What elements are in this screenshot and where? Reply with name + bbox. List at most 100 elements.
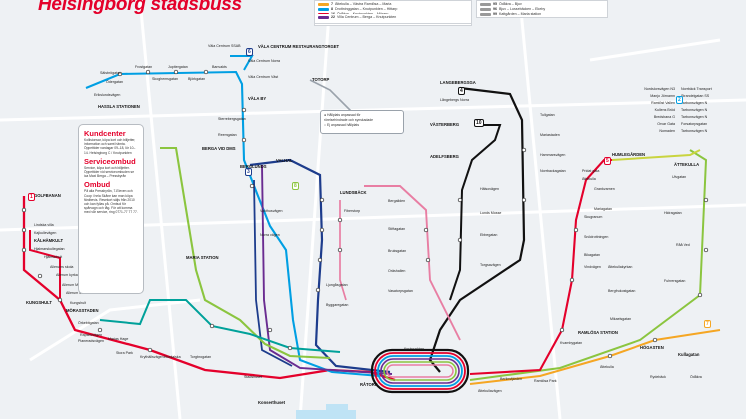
station-label: Torgbrogatan [190, 355, 211, 359]
station-label: MARIA STATION [186, 255, 219, 260]
line-8-route[interactable] [85, 70, 381, 378]
knutpunkten-loop[interactable] [370, 348, 470, 394]
station-label: VALHAL [276, 158, 293, 163]
line-17-route[interactable] [249, 158, 391, 374]
station-label: Mariagatan [594, 207, 612, 211]
station-label: Sälsbrögatan [100, 71, 121, 75]
line-badge-3[interactable]: 3 [245, 168, 252, 176]
station-label: Skoghemsgatan [152, 77, 178, 81]
station-label: Bergaliden [388, 199, 405, 203]
line-22-route[interactable] [261, 164, 393, 375]
station-label: Allerum kyrka [56, 273, 78, 277]
station-label: Allerums skola [50, 265, 73, 269]
station-label: Pridat gata [582, 169, 599, 173]
station-label: ÄTTEKULLA [674, 162, 699, 167]
line-red-east[interactable] [469, 158, 612, 376]
east-list-item: Norrbäck Transport [681, 87, 712, 91]
line-10-route[interactable] [449, 124, 502, 301]
station-labels: VÄLA CENTRUM RESTAURANGTORGET Väla Centr… [26, 44, 702, 405]
station-label: Väla Centrum Väst [248, 75, 278, 79]
accessibility-line-2: rörelsehindrade och synskadade [324, 118, 374, 122]
station-label: Marias Hage [108, 337, 128, 341]
line-badge-1[interactable]: 1 [28, 193, 35, 201]
line-badge-6[interactable]: 6 [246, 48, 253, 56]
station-label: Mariastaden [540, 133, 560, 137]
accessibility-text: Hållplats anpassad för [327, 113, 361, 117]
line-green-east[interactable] [469, 149, 708, 381]
line-badge-10[interactable]: 10 [474, 119, 484, 127]
station-label: KÅLHÄMKULT [34, 238, 63, 243]
legend-text: Drottninggatan – Knutpunkten – Hittarp [335, 7, 398, 11]
station-label: Hjalmarskullegatan [34, 247, 65, 251]
station-label: Frostgatan [135, 65, 152, 69]
line-green-route[interactable] [160, 146, 331, 360]
station-label: Knutpunkten [404, 347, 424, 351]
station-label: Norra vägen [260, 233, 280, 237]
station-label: BERGA VID DMS [202, 146, 236, 151]
station-label: Berlinsfjärden [500, 377, 522, 381]
station-label: Ödergatan [106, 80, 123, 84]
station-label: Stiftagatan [388, 227, 405, 231]
station-label: MÖRASSTADEN [66, 308, 99, 313]
station-label: Stora Park [116, 351, 133, 355]
line-4-route[interactable] [428, 86, 526, 373]
station-label: Örkebitgatan [78, 321, 99, 325]
line-lime-route[interactable] [611, 149, 701, 161]
legend-num: 8 [331, 7, 333, 11]
line-badge-4[interactable]: 4 [458, 87, 465, 95]
station-label: Sterrebergsgatan [218, 117, 246, 121]
east-list-item: Strandelgatan SS [681, 94, 710, 98]
line-pink-branch[interactable] [339, 200, 347, 301]
line-16-north[interactable] [29, 230, 61, 300]
legend-num: 22 [331, 15, 335, 19]
east-list-item: Manjo Jörnamn [650, 94, 675, 98]
east-list-item: Forsatorpsgatan [681, 122, 708, 126]
station-label: TOTORP [312, 77, 330, 82]
station-label: VÄLA CENTRUM RESTAURANGTORGET [258, 44, 340, 49]
line-badge-5[interactable]: 5 [604, 157, 611, 165]
station-label: Erikslundsvägen [94, 93, 120, 97]
station-label: Kungshult [70, 301, 86, 305]
station-label: Hälsovägen [480, 187, 499, 191]
station-label: ADELFSBERG [430, 154, 459, 159]
station-label: RAMLÖSA STATION [578, 330, 618, 335]
line-badge-7[interactable]: 7 [704, 320, 711, 328]
line-17-arm[interactable] [253, 179, 293, 367]
legend-text: Kattgården – Maria station [499, 12, 542, 16]
line-8-north[interactable] [230, 55, 254, 71]
station-label: Jupitergatan [168, 65, 188, 69]
line-teal-route[interactable] [99, 299, 341, 353]
stop-markers [21, 69, 709, 359]
station-label: Reemgatan [218, 133, 237, 137]
station-label: Ödåkra [690, 375, 702, 379]
station-label: BERGLUNDS [240, 164, 267, 169]
station-label: Ekedalska [164, 355, 181, 359]
line-pink-route[interactable] [364, 185, 461, 341]
line-badge-2[interactable]: 2 [676, 96, 683, 104]
station-label: Fiberstorp [344, 209, 360, 213]
legend-swatch [318, 8, 329, 11]
station-label: Vindvägen [584, 265, 601, 269]
station-label: Ättekulla [582, 177, 596, 181]
station-label: Hidragatan [664, 211, 682, 215]
station-label: Lunds Mosse [480, 211, 501, 215]
station-label: Långebergs Norra [440, 98, 469, 102]
station-label: Vasatorpsgatan [388, 289, 413, 293]
station-label: Krythällsvägen [140, 355, 164, 359]
legend-num: 95 [493, 2, 497, 6]
map-title: Helsingborg stadsbuss [38, 0, 242, 15]
legend-text: Bjuv – Lussebäcken – Ekeby [499, 7, 546, 11]
line-badge-8[interactable]: 8 [292, 182, 299, 190]
station-label: Oräshallen [388, 269, 405, 273]
station-label: Mikaelsgatan [610, 317, 631, 321]
station-label: Ljungåsgatan [326, 283, 348, 287]
legend-swatch [318, 3, 329, 6]
east-list-item: Nomaden [659, 129, 675, 133]
legend-swatch [480, 13, 491, 16]
legend-text: Villa Centrum – Berga – Knutpunkten [337, 15, 397, 19]
